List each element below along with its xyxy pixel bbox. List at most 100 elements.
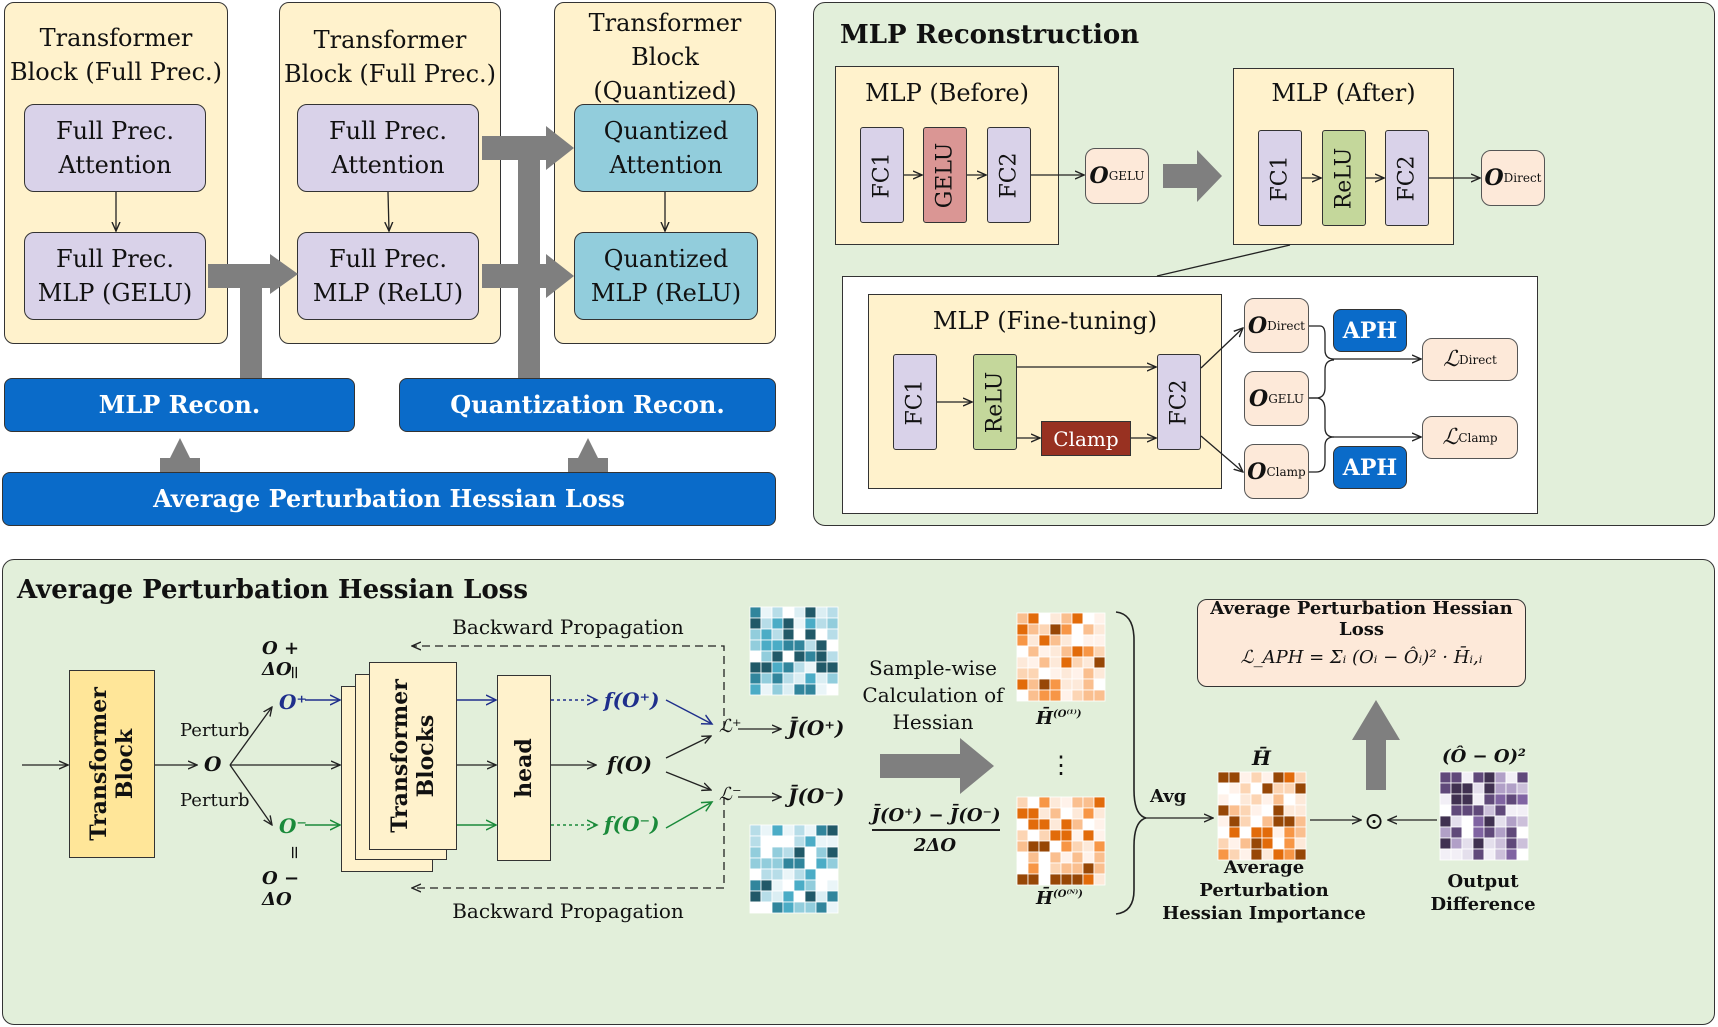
after-fc1: FC1	[1258, 130, 1302, 226]
block2-mlp: Full Prec. MLP (ReLU)	[297, 232, 479, 320]
samplewise-label: Sample-wise Calculation of Hessian	[862, 655, 1004, 734]
block3-attention: Quantized Attention	[574, 104, 758, 192]
perturb-top-label: Perturb	[180, 720, 250, 741]
before-fc1: FC1	[860, 127, 904, 223]
l-clamp-symbol: ℒ	[1442, 425, 1459, 450]
o-direct-symbol: O	[1484, 165, 1504, 191]
avg-label: Avg	[1150, 786, 1187, 807]
mlp-before-title: MLP (Before)	[865, 79, 1029, 107]
ft-relu: ReLU	[973, 354, 1017, 450]
ft-fc2-label: FC2	[1166, 378, 1192, 426]
after-fc2: FC2	[1385, 130, 1429, 226]
before-fc2-label: FC2	[996, 151, 1022, 199]
o-minus-delta-label: O − ΔO	[262, 868, 300, 910]
block3-mlp: Quantized MLP (ReLU)	[574, 232, 758, 320]
quant-recon-up-arrow	[568, 438, 608, 472]
ft-fc1: FC1	[893, 354, 937, 450]
hn-sup: (O⁽ᴺ⁾)	[1053, 889, 1083, 900]
transformer-blocks-stack: Transformer Blocks	[369, 662, 457, 850]
j-minus: J̄(O⁻)	[788, 784, 845, 808]
l-direct-symbol: ℒ	[1443, 347, 1459, 372]
f-o-minus: f(O⁻)	[604, 812, 660, 836]
fraction-denominator: 2ΔO	[913, 834, 957, 856]
o-gelu-sub: GELU	[1108, 169, 1145, 183]
output-difference-label: Output Difference	[1430, 871, 1536, 915]
backward-prop-top: Backward Propagation	[452, 615, 684, 639]
aph-badge-2: APH	[1333, 446, 1407, 489]
transformer-blocks-label: Transformer Blocks	[387, 679, 439, 833]
hn-symbol: H̄	[1036, 888, 1054, 909]
o-plus-label: O⁺	[279, 690, 307, 714]
hn-label: H̄(O⁽ᴺ⁾)	[1036, 888, 1096, 914]
formula-title: Average Perturbation Hessian Loss	[1210, 598, 1513, 640]
h1-sup: (O⁽¹⁾)	[1053, 709, 1082, 720]
ft-o-clamp-symbol: O	[1247, 458, 1267, 485]
o-direct-sub: Direct	[1503, 171, 1542, 185]
output-diff-formula: (Ô − O)²	[1442, 745, 1526, 767]
j-plus: J̄(O⁺)	[788, 716, 845, 740]
mlp-recon-bar: MLP Recon.	[4, 378, 355, 432]
aph-formula-box	[1197, 599, 1526, 687]
ft-o-gelu-symbol: O	[1249, 385, 1269, 412]
before-fc2: FC2	[987, 127, 1031, 223]
mlp-reconstruction-title: MLP Reconstruction	[840, 20, 1140, 50]
l-direct-sub: Direct	[1459, 352, 1497, 367]
h-bar-label: H̄	[1252, 746, 1271, 770]
ft-fc1-label: FC1	[902, 378, 928, 426]
mlp-after-title: MLP (After)	[1271, 79, 1416, 107]
formula-text: ℒ_APH = Σᵢ (Oᵢ − Ôᵢ)² · H̄ᵢ,ᵢ	[1240, 646, 1483, 668]
aph-section-title: Average Perturbation Hessian Loss	[17, 575, 528, 605]
before-gelu: GELU	[923, 127, 967, 223]
mlp-recon-up-arrow	[160, 438, 200, 472]
aph-badge-1: APH	[1333, 309, 1407, 352]
transformer-block-label: Transformer Block	[86, 687, 138, 841]
l-minus: ℒ⁻	[719, 784, 742, 805]
fraction-numerator: J̄(O⁺) − J̄(O⁻)	[871, 804, 1001, 826]
after-fc1-label: FC1	[1267, 154, 1293, 202]
ft-o-gelu-sub: GELU	[1268, 391, 1304, 406]
o-plus-delta-label: O + ΔO	[262, 638, 300, 680]
after-fc2-label: FC2	[1394, 154, 1420, 202]
ft-clamp: Clamp	[1041, 421, 1131, 456]
backward-prop-bottom: Backward Propagation	[452, 899, 684, 923]
block3-title: Transformer Block (Quantized)	[588, 9, 742, 105]
aph-loss-bar: Average Perturbation Hessian Loss	[2, 472, 776, 526]
o-gelu-symbol: O	[1089, 163, 1109, 189]
block2-attention: Full Prec. Attention	[297, 104, 479, 192]
eq-top: =	[284, 665, 305, 681]
perturb-bottom-label: Perturb	[180, 790, 250, 811]
ft-o-direct-sub: Direct	[1267, 318, 1305, 333]
f-o: f(O)	[607, 752, 652, 776]
quantization-recon-bar: Quantization Recon.	[399, 378, 776, 432]
head-label: head	[511, 738, 538, 798]
f-o-plus: f(O⁺)	[604, 688, 660, 712]
ft-o-clamp-sub: Clamp	[1266, 464, 1306, 479]
after-relu: ReLU	[1322, 130, 1366, 226]
before-gelu-label: GELU	[932, 142, 958, 208]
block1-mlp: Full Prec. MLP (GELU)	[24, 232, 206, 320]
aph-importance-label: Average Perturbation Hessian Importance	[1162, 856, 1366, 924]
block1-attention: Full Prec. Attention	[24, 104, 206, 192]
mlp-finetune-title: MLP (Fine-tuning)	[932, 307, 1158, 335]
l-clamp-sub: Clamp	[1458, 430, 1498, 445]
fraction-bar	[872, 829, 1000, 831]
ft-fc2: FC2	[1157, 354, 1201, 450]
block1-title: Transformer Block (Full Prec.)	[9, 24, 223, 86]
h1-symbol: H̄	[1036, 708, 1054, 729]
ft-o-direct-symbol: O	[1247, 312, 1268, 339]
vertical-dots: ⋮	[1049, 751, 1073, 779]
odot-operator: ⊙	[1363, 807, 1385, 835]
after-relu-label: ReLU	[1331, 147, 1357, 209]
before-fc1-label: FC1	[869, 151, 895, 199]
head-box: head	[497, 675, 551, 861]
l-plus: ℒ⁺	[719, 716, 742, 737]
o-center-label: O	[204, 752, 222, 776]
ft-relu-label: ReLU	[982, 371, 1008, 433]
h1-label: H̄(O⁽¹⁾)	[1036, 708, 1096, 734]
